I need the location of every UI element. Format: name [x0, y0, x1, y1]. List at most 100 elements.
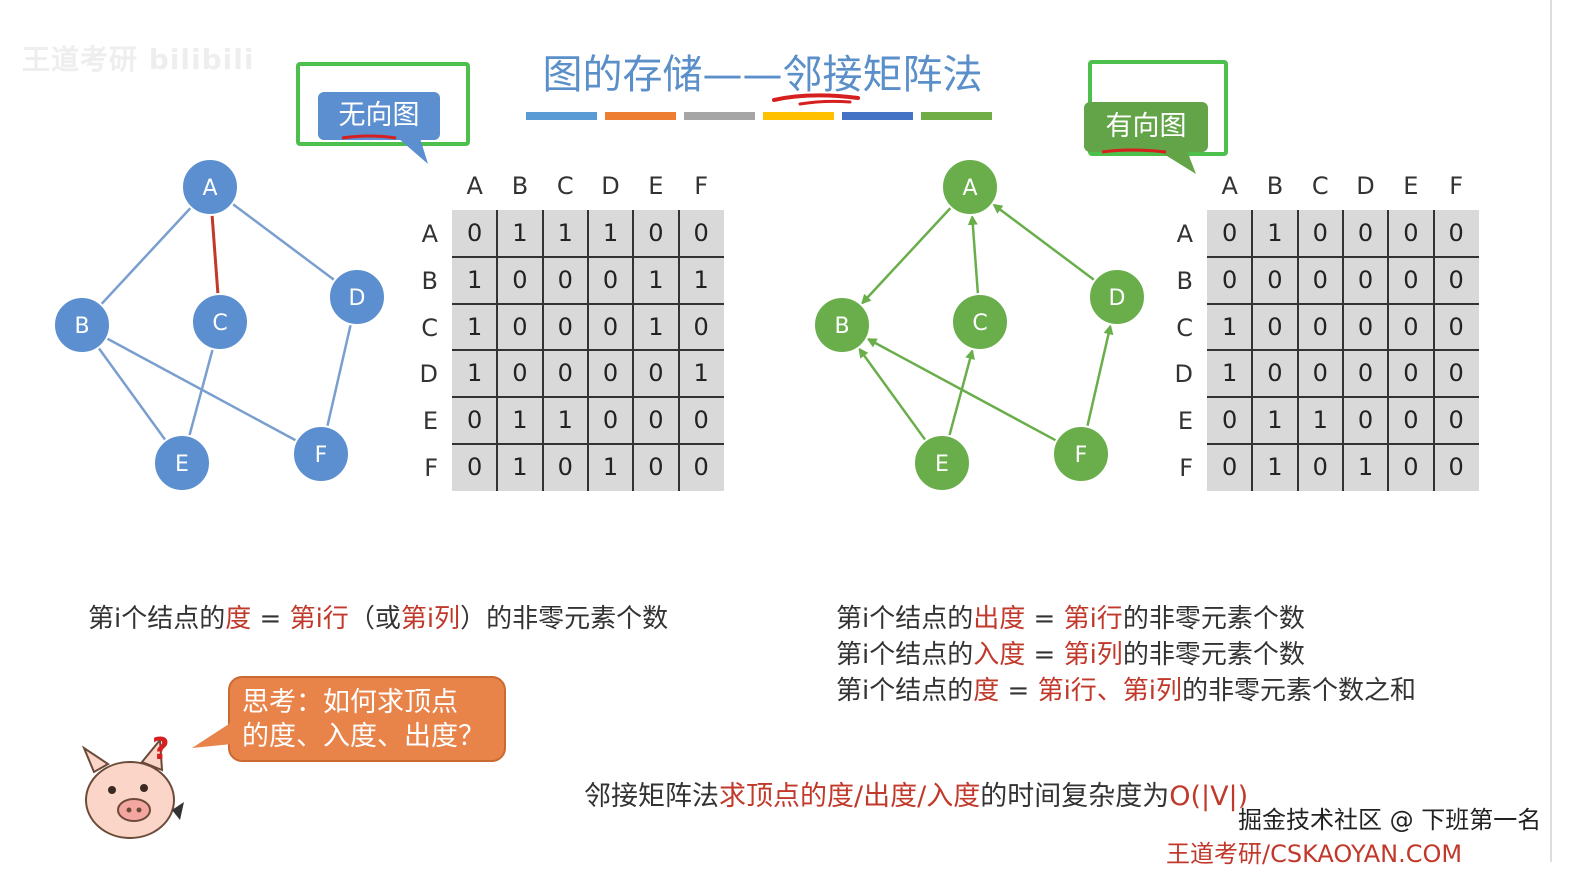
- undirected-matrix-cell: 0: [497, 350, 543, 398]
- directed-node-label-c: C: [972, 311, 987, 336]
- directed-matrix-cell: 0: [1433, 256, 1479, 304]
- undirected-matrix-col-header: A: [466, 172, 483, 200]
- directed-outdegree-formula: 第i个结点的出度 = 第i行的非零元素个数: [836, 604, 1305, 634]
- complexity-note: 邻接矩阵法求顶点的度/出度/入度的时间复杂度为O(|V|): [584, 781, 1249, 812]
- directed-matrix-cell: 0: [1297, 210, 1343, 257]
- directed-matrix-col-header: B: [1266, 172, 1284, 200]
- directed-matrix-cell: 1: [1342, 444, 1389, 491]
- undirected-edge-ad: [209, 185, 358, 299]
- directed-matrix-cell: 1: [1297, 397, 1343, 444]
- undirected-matrix-cell: 0: [633, 350, 679, 398]
- undirected-node-label-c: C: [212, 311, 227, 336]
- directed-matrix-cell: 0: [1297, 350, 1343, 398]
- source-label: 王道考研/CSKAOYAN.COM: [1166, 840, 1463, 868]
- question-mark: ?: [152, 732, 170, 767]
- undirected-node-label-b: B: [74, 314, 89, 339]
- undirected-matrix-cell: 1: [678, 256, 724, 304]
- directed-matrix-grid-line: [1207, 349, 1479, 352]
- undirected-matrix-cell: 1: [452, 256, 498, 304]
- undirected-matrix-grid-line: [452, 396, 724, 399]
- pig-mascot-icon: [81, 737, 184, 839]
- undirected-node-e: [153, 434, 211, 492]
- title-color-bar: [921, 112, 992, 120]
- undirected-matrix-cell: 1: [452, 350, 498, 398]
- directed-matrix-cell: 0: [1207, 210, 1253, 257]
- undirected-matrix-cell: 1: [497, 210, 543, 257]
- directed-matrix-cell: 1: [1207, 350, 1253, 398]
- undirected-matrix-row-header: F: [424, 454, 438, 482]
- undirected-node-a: [181, 158, 239, 216]
- directed-matrix-row-header: B: [1176, 266, 1193, 295]
- directed-matrix-cell: 0: [1433, 350, 1479, 398]
- directed-matrix-cell: 0: [1252, 350, 1298, 398]
- directed-arc-fb: [866, 338, 1057, 442]
- undirected-node-b: [53, 296, 111, 354]
- undirected-tag-pointer: [398, 138, 428, 164]
- undirected-matrix-col-header: B: [511, 172, 529, 200]
- directed-matrix-cell: 1: [1252, 444, 1298, 491]
- directed-matrix-row-header: A: [1176, 220, 1193, 248]
- undirected-matrix-cell: 1: [587, 210, 634, 257]
- directed-indegree-formula: 第i个结点的入度 = 第i列的非零元素个数: [836, 640, 1305, 670]
- title-color-bar: [605, 112, 676, 120]
- directed-arc-ab: [861, 206, 952, 305]
- directed-matrix-cell: 0: [1297, 303, 1343, 351]
- undirected-matrix-col-header: E: [648, 172, 664, 200]
- directed-matrix-cell: 0: [1388, 397, 1434, 444]
- undirected-matrix-row-header: A: [421, 220, 438, 248]
- directed-matrix-col-header: D: [1356, 172, 1375, 200]
- undirected-matrix-cell: 0: [587, 397, 634, 444]
- undirected-matrix-cell: 1: [633, 256, 679, 304]
- thinking-line-1: 思考：如何求顶点: [242, 687, 458, 718]
- directed-node-label-a: A: [962, 176, 977, 201]
- undirected-tag: 无向图: [318, 92, 440, 140]
- undirected-node-d: [328, 268, 386, 326]
- title-color-bar: [842, 112, 913, 120]
- directed-tag-mark: [1101, 148, 1167, 154]
- directed-matrix-cell: 0: [1342, 397, 1389, 444]
- directed-matrix-cell: 0: [1252, 303, 1298, 351]
- directed-matrix-cell: 0: [1388, 444, 1434, 491]
- directed-matrix-cell: 0: [1433, 444, 1479, 491]
- undirected-matrix-cell: 0: [497, 256, 543, 304]
- title-color-bar: [763, 112, 834, 120]
- directed-node-label-f: F: [1075, 443, 1088, 468]
- directed-matrix-row-header: D: [1174, 360, 1193, 389]
- undirected-matrix-col-header: C: [556, 172, 574, 200]
- directed-matrix-grid-line: [1207, 302, 1479, 305]
- undirected-matrix-cell: 1: [497, 444, 543, 491]
- directed-matrix-cell: 0: [1207, 256, 1253, 304]
- undirected-matrix-row-header: C: [421, 313, 438, 342]
- undirected-edge-ab: [81, 186, 211, 326]
- directed-matrix-cell: 0: [1207, 397, 1253, 444]
- directed-matrix-cell: 0: [1433, 303, 1479, 351]
- undirected-matrix-grid-line: [452, 302, 724, 305]
- directed-matrix-cell: 1: [1252, 397, 1298, 444]
- undirected-matrix-cell: 0: [587, 256, 634, 304]
- undirected-tag-mark: [341, 134, 397, 140]
- directed-matrix-col-header: E: [1403, 172, 1419, 200]
- undirected-matrix-cell: 0: [452, 397, 498, 444]
- title-underline-mark: [772, 93, 860, 106]
- directed-node-label-e: E: [935, 452, 949, 477]
- directed-matrix-cell: 0: [1342, 303, 1389, 351]
- directed-tag: 有向图: [1084, 102, 1208, 152]
- undirected-matrix-cell: 0: [452, 444, 498, 491]
- undirected-node-f: [292, 425, 350, 483]
- undirected-matrix-cell: 0: [542, 256, 588, 304]
- directed-matrix-row-header: C: [1176, 313, 1193, 342]
- directed-arc-da: [992, 203, 1096, 282]
- directed-node-a: [941, 158, 999, 216]
- directed-matrix-cell: 0: [1342, 210, 1389, 257]
- page-title: 图的存储——邻接矩阵法: [542, 52, 983, 98]
- directed-matrix-row-header: E: [1177, 407, 1193, 436]
- undirected-matrix-cell: 0: [678, 397, 724, 444]
- undirected-tag-frame: [296, 62, 470, 146]
- directed-matrix-cell: 0: [1207, 444, 1253, 491]
- undirected-matrix-cell: 0: [678, 444, 724, 491]
- platform-credit: 掘金技术社区 @ 下班第一名: [1238, 806, 1542, 834]
- directed-node-e: [913, 434, 971, 492]
- undirected-matrix-cell: 0: [497, 303, 543, 351]
- window-edge: [1550, 0, 1552, 862]
